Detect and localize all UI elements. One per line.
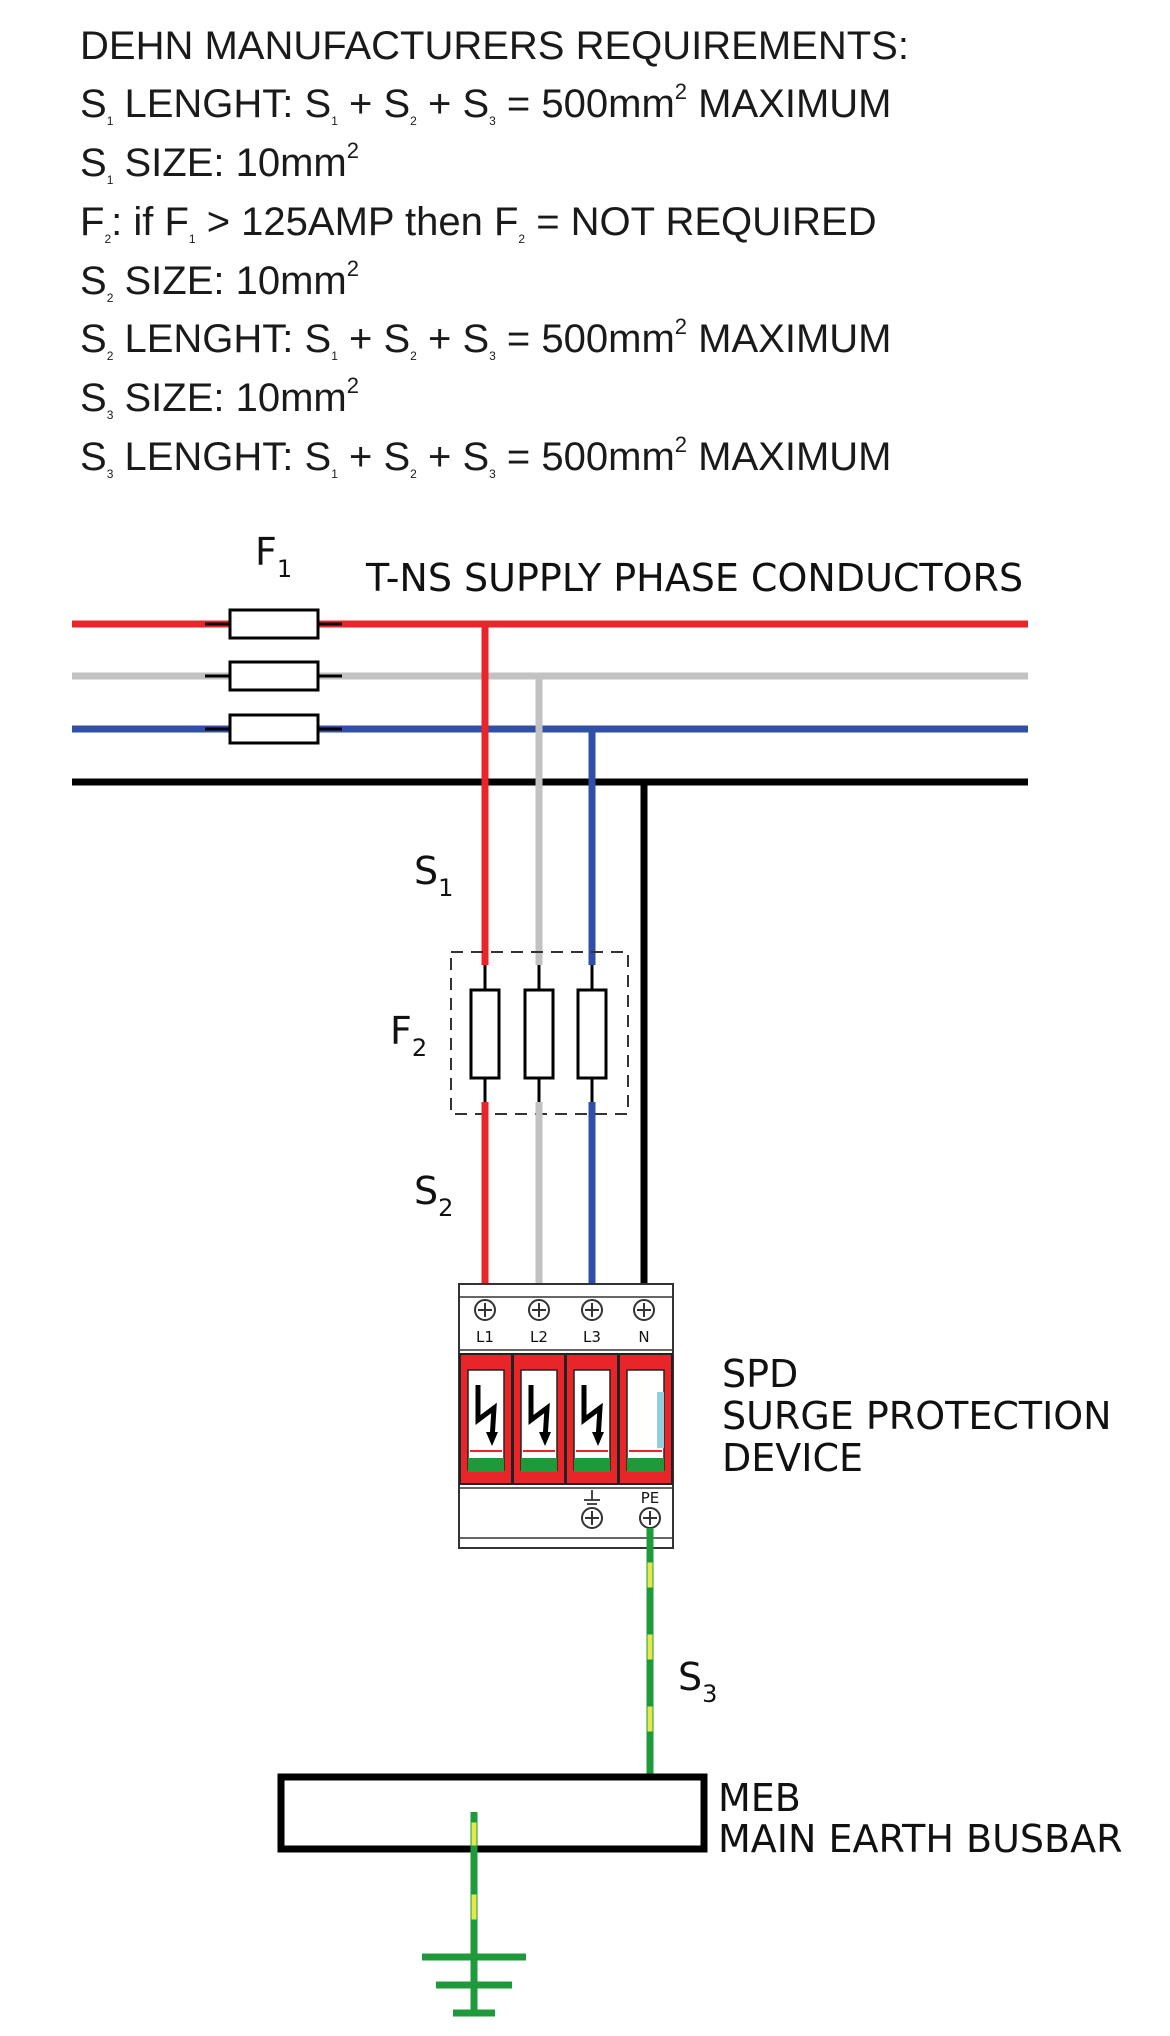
requirement-s2-length: S2 LENGHT: S1 + S2 + S3 = 500mm2 MAXIMUM (80, 313, 892, 363)
fuse-f2-l1 (469, 988, 501, 1080)
fuse-f2-l2 (523, 988, 555, 1080)
terminal-label-l1: L1 (476, 1328, 494, 1346)
fuse-f1-l2 (228, 660, 320, 692)
label-s1: S1 (414, 849, 453, 902)
earth-symbol-icon (584, 1490, 600, 1505)
requirement-f2: F2: if F1 > 125AMP then F2 = NOT REQUIRE… (80, 200, 877, 246)
requirements-title: DEHN MANUFACTURERS REQUIREMENTS: (80, 24, 909, 68)
terminal-label-l3: L3 (583, 1328, 601, 1346)
fuse-f1-group (205, 608, 342, 745)
label-supply: T-NS SUPPLY PHASE CONDUCTORS (365, 556, 1023, 600)
label-meb-2: MAIN EARTH BUSBAR (718, 1817, 1122, 1861)
spd-terminal-n (633, 1299, 655, 1321)
label-spd-1: SPD (722, 1352, 798, 1396)
spd-terminal-pe (639, 1507, 661, 1529)
requirement-s3-size: S3 SIZE: 10mm2 (80, 372, 360, 422)
fuse-f1-l1 (228, 608, 320, 640)
fuse-f2-l3 (576, 988, 608, 1080)
terminal-label-n: N (638, 1328, 649, 1346)
terminal-label-l2: L2 (530, 1328, 548, 1346)
label-s3: S3 (678, 1655, 717, 1708)
fuse-f1-l3 (228, 713, 320, 745)
label-s2: S2 (414, 1169, 453, 1222)
label-meb-1: MEB (718, 1776, 801, 1820)
spd-terminal-l2 (528, 1299, 550, 1321)
main-earth-busbar (277, 1773, 708, 1853)
label-spd-2: SURGE PROTECTION (722, 1394, 1112, 1438)
label-f2: F2 (390, 1009, 427, 1062)
requirement-s3-length: S3 LENGHT: S1 + S2 + S3 = 500mm2 MAXIMUM (80, 431, 892, 481)
spd-module-l1 (459, 1353, 513, 1485)
spd-terminal-l1 (474, 1299, 496, 1321)
spd-device: L1 L2 L3 N (458, 1283, 674, 1549)
earth-electrode-stripes (470, 1821, 478, 1921)
requirement-s2-size: S2 SIZE: 10mm2 (80, 255, 360, 305)
requirement-s1-size: S1 SIZE: 10mm2 (80, 137, 360, 187)
spd-terminal-l3 (581, 1299, 603, 1321)
earth-ground-icon (422, 1953, 526, 2017)
fuse-f2-group (469, 965, 608, 1102)
spd-module-l3 (565, 1353, 619, 1485)
requirement-s1-length: S1 LENGHT: S1 + S2 + S3 = 500mm2 MAXIMUM (80, 78, 892, 128)
spd-module-n (618, 1353, 673, 1485)
label-spd-3: DEVICE (722, 1436, 863, 1480)
terminal-label-pe: PE (641, 1489, 660, 1507)
spd-terminal-earth (581, 1507, 603, 1529)
label-f1: F1 (255, 530, 292, 583)
spd-module-l2 (512, 1353, 566, 1485)
